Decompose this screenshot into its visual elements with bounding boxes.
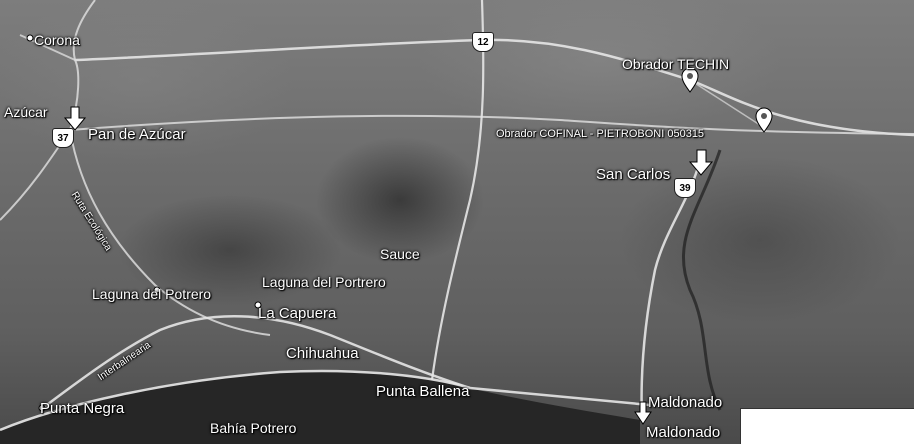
road-north-south-12 [430,0,485,381]
road-route-12 [74,38,914,137]
route-12-shield: 12 [472,32,494,52]
label-sauce[interactable]: Sauce [380,246,420,262]
label-maldonado-2[interactable]: Maldonado [646,424,721,441]
laguna-del-potrero-dot [153,286,161,294]
road-route-9 [69,114,914,135]
route-37-shield: 37 [52,128,74,148]
label-punta-negra[interactable]: Punta Negra [40,400,125,417]
label-la-capuera[interactable]: La Capuera [258,305,337,322]
label-azucar-edge[interactable]: Azúcar [4,104,48,120]
label-bahia-potrero: Bahía Potrero [210,420,297,436]
label-corona[interactable]: Corona [34,32,80,48]
pin-cofinal-icon [755,107,773,133]
label-pan-de-azucar[interactable]: Pan de Azúcar [88,126,186,143]
road-west [0,0,96,221]
label-punta-ballena[interactable]: Punta Ballena [376,383,470,400]
label-laguna-del-potrero[interactable]: Laguna del Potrero [92,286,212,302]
label-chihuahua[interactable]: Chihuahua [286,345,359,362]
road-interbalnearia [39,315,651,412]
bay-water [0,370,640,444]
route-39-shield: 39 [674,178,696,198]
arrow-pan-de-azucar-icon [63,106,87,131]
coastline [0,369,471,432]
arrow-maldonado-icon [634,401,652,425]
punta-negra-dot [38,404,46,412]
map-inset-panel [740,408,914,444]
corona-dot [26,34,34,42]
pin-techin-icon [681,67,699,93]
label-obrador-techin[interactable]: Obrador TECHIN [622,56,730,72]
la-capuera-dot [254,301,262,309]
label-maldonado-1[interactable]: Maldonado [648,394,723,411]
label-san-carlos[interactable]: San Carlos [596,166,671,183]
road-ruta-ecologica [69,129,271,336]
road-obrador [689,79,761,126]
arrow-san-carlos-icon [688,149,714,176]
river [681,149,722,411]
label-obrador-cofinal[interactable]: Obrador COFINAL - PIETROBONI 050315 [496,128,705,140]
label-laguna-del-portrero[interactable]: Laguna del Portrero [262,274,386,290]
